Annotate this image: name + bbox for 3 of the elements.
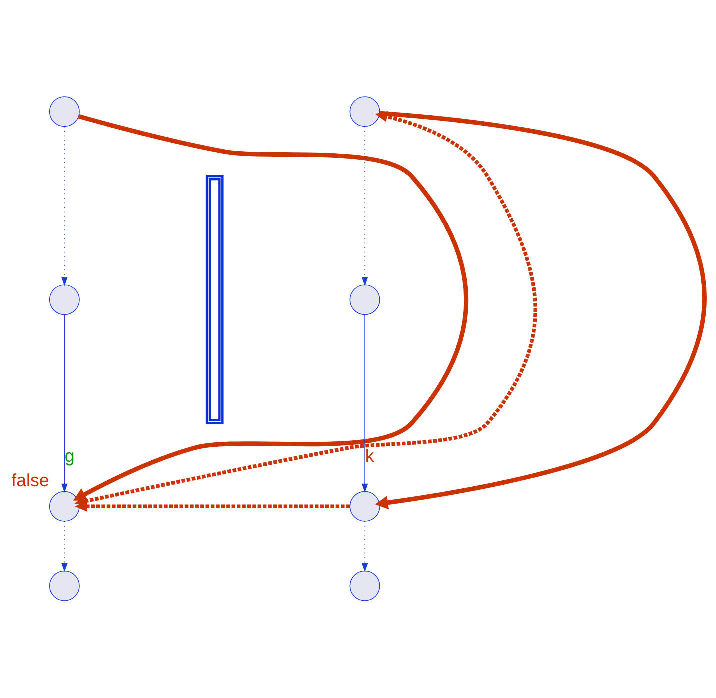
node-label: false	[12, 470, 50, 491]
edge-label: g	[64, 446, 75, 466]
edge-label: k	[365, 446, 374, 466]
